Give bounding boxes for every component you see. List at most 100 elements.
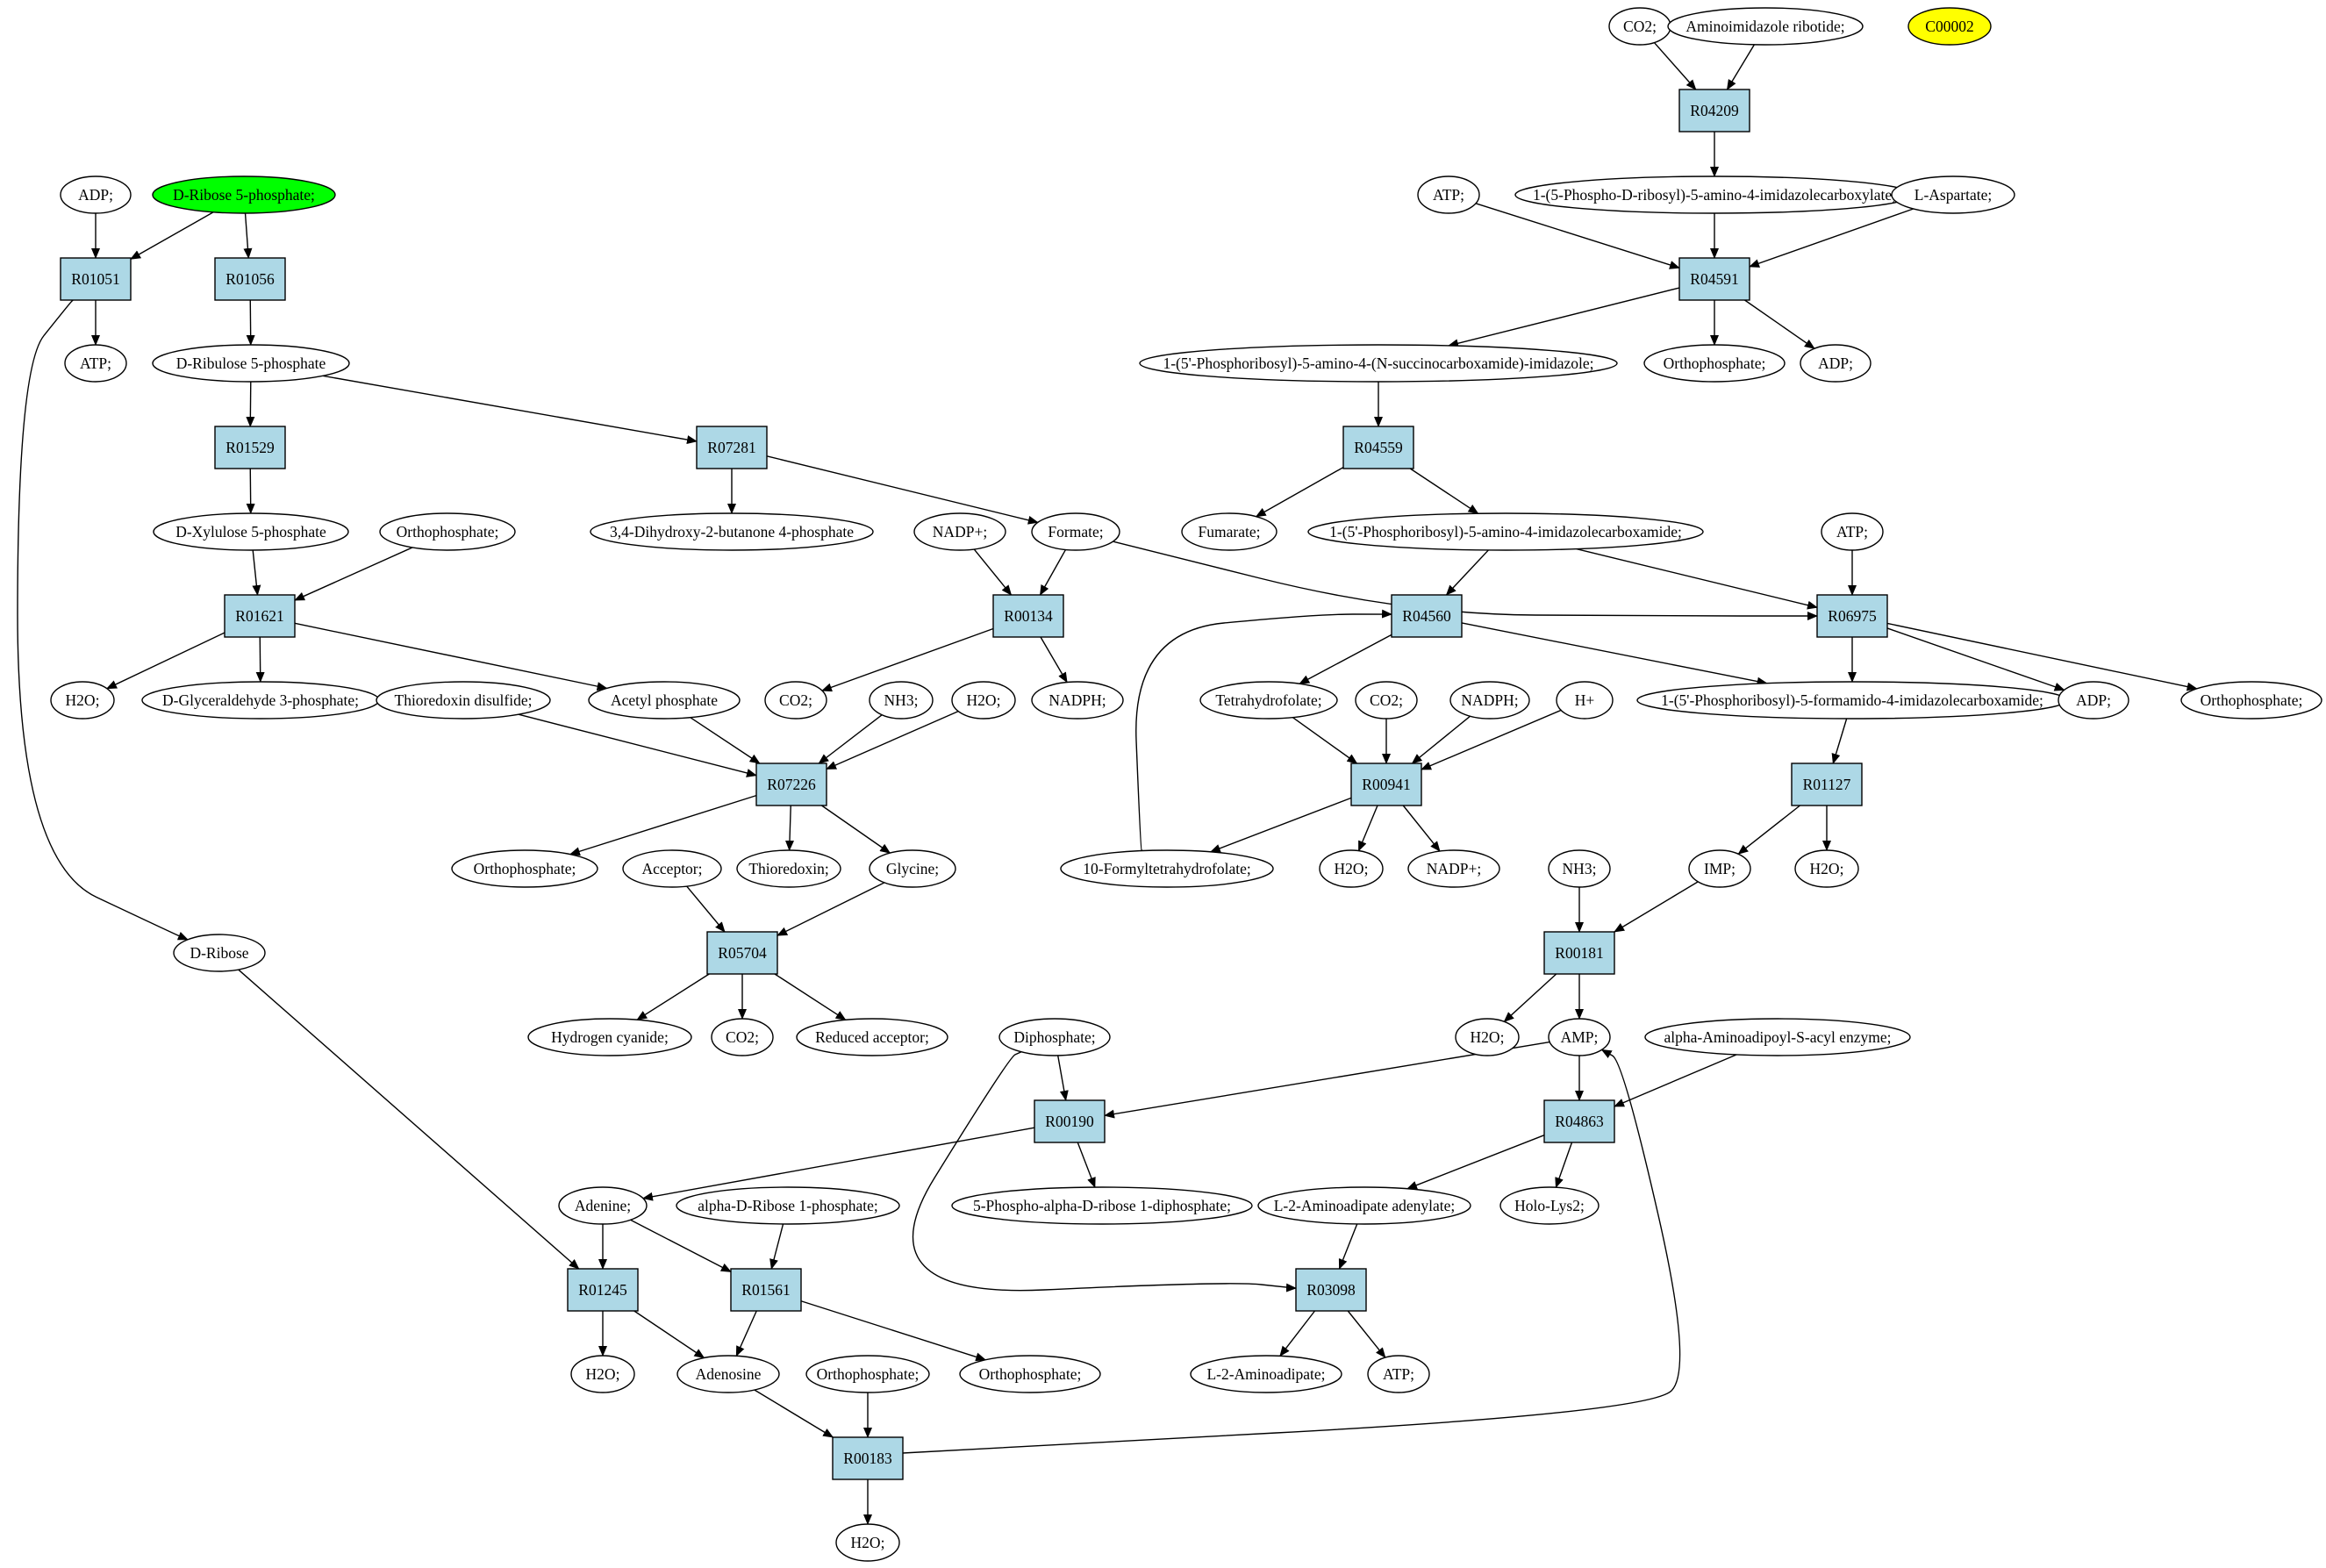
- metabolite-node-m_orthophos_r01561[interactable]: Orthophosphate;: [959, 1355, 1101, 1393]
- metabolite-node-m_nadp_r00134[interactable]: NADP+;: [913, 512, 1006, 551]
- metabolite-node-m_saicar[interactable]: 1-(5'-Phosphoribosyl)-5-amino-4-(N-succi…: [1139, 344, 1618, 383]
- metabolite-node-m_thf[interactable]: Tetrahydrofolate;: [1199, 681, 1338, 720]
- metabolite-node-m_adp_r06975[interactable]: ADP;: [2058, 681, 2129, 720]
- metabolite-node-m_adp_r01051[interactable]: ADP;: [60, 175, 132, 214]
- metabolite-node-m_gap[interactable]: D-Glyceraldehyde 3-phosphate;: [141, 681, 380, 720]
- reaction-node-r_R03098[interactable]: R03098: [1295, 1268, 1367, 1312]
- edge-r_R04863-to-m_hololys2: [1555, 1142, 1573, 1189]
- reaction-node-r_R01561[interactable]: R01561: [730, 1268, 802, 1312]
- metabolite-node-m_h2o_r07226[interactable]: H2O;: [951, 681, 1016, 720]
- metabolite-node-m_orthophos_r06975[interactable]: Orthophosphate;: [2180, 681, 2322, 720]
- reaction-node-r_R04560[interactable]: R04560: [1391, 594, 1463, 638]
- reaction-node-r_R07281[interactable]: R07281: [696, 426, 768, 469]
- metabolite-node-m_ru5p[interactable]: D-Ribulose 5-phosphate: [152, 344, 350, 383]
- metabolite-node-m_dribose[interactable]: D-Ribose: [173, 934, 266, 972]
- metabolite-node-m_dhbp[interactable]: 3,4-Dihydroxy-2-butanone 4-phosphate: [590, 512, 874, 551]
- metabolite-node-m_atp_r03098[interactable]: ATP;: [1367, 1355, 1430, 1393]
- metabolite-node-m_hplus[interactable]: H+: [1556, 681, 1614, 720]
- metabolite-node-m_formate[interactable]: Formate;: [1031, 512, 1120, 551]
- metabolite-node-m_adenine[interactable]: Adenine;: [558, 1186, 648, 1225]
- metabolite-node-m_aminoadipoyl[interactable]: alpha-Aminoadipoyl-S-acyl enzyme;: [1644, 1018, 1911, 1056]
- reaction-node-r_R01056[interactable]: R01056: [214, 257, 286, 301]
- metabolite-node-m_fumarate[interactable]: Fumarate;: [1181, 512, 1278, 551]
- node-label: 1-(5'-Phosphoribosyl)-5-formamido-4-imid…: [1661, 691, 2043, 709]
- metabolite-ellipse: [588, 681, 741, 720]
- metabolite-node-m_co2_r00134[interactable]: CO2;: [764, 681, 827, 720]
- metabolite-node-m_nadp_r00941[interactable]: NADP+;: [1407, 849, 1500, 888]
- metabolite-node-m_amp[interactable]: AMP;: [1548, 1018, 1611, 1056]
- node-label: CO2;: [1370, 691, 1403, 709]
- metabolite-node-m_atp_r01051[interactable]: ATP;: [64, 344, 127, 383]
- metabolite-node-m_h2o_r00183[interactable]: H2O;: [835, 1523, 900, 1562]
- node-label: R01051: [71, 270, 119, 288]
- metabolite-node-m_nadph_r00134[interactable]: NADPH;: [1031, 681, 1124, 720]
- reaction-node-r_R07226[interactable]: R07226: [755, 763, 827, 806]
- metabolite-node-m_xu5p[interactable]: D-Xylulose 5-phosphate: [153, 512, 349, 551]
- edge-m_aminoadipoyl-to-r_R04863: [1614, 1054, 1737, 1107]
- metabolite-node-m_thioredoxin[interactable]: Thioredoxin;: [736, 849, 841, 888]
- reaction-node-r_R06975[interactable]: R06975: [1816, 594, 1888, 638]
- metabolite-node-m_hcn[interactable]: Hydrogen cyanide;: [527, 1018, 692, 1056]
- metabolite-node-m_l2aa[interactable]: L-2-Aminoadipate;: [1190, 1355, 1342, 1393]
- edge-m_aicar-to-r_R06975: [1576, 548, 1818, 610]
- metabolite-node-m_atp_r04591[interactable]: ATP;: [1417, 175, 1480, 214]
- node-label: NADPH;: [1048, 691, 1106, 709]
- metabolite-node-m_orthophos_r01621[interactable]: Orthophosphate;: [379, 512, 516, 551]
- reaction-node-r_R00183[interactable]: R00183: [832, 1436, 904, 1480]
- metabolite-node-m_c00002[interactable]: C00002: [1907, 7, 1992, 46]
- metabolite-node-m_aspartate[interactable]: L-Aspartate;: [1891, 175, 2015, 214]
- edge-m_ru5p-to-r_R07281: [322, 375, 698, 445]
- metabolite-node-m_r1p[interactable]: alpha-D-Ribose 1-phosphate;: [676, 1186, 900, 1225]
- reaction-node-r_R00190[interactable]: R00190: [1034, 1099, 1106, 1143]
- reaction-node-r_R01245[interactable]: R01245: [567, 1268, 639, 1312]
- metabolite-node-m_prpp[interactable]: 5-Phospho-alpha-D-ribose 1-diphosphate;: [951, 1186, 1253, 1225]
- reaction-node-r_R04209[interactable]: R04209: [1678, 89, 1750, 132]
- metabolite-node-m_orthophos_r04591[interactable]: Orthophosphate;: [1643, 344, 1786, 383]
- metabolite-node-m_orthophos_r07226[interactable]: Orthophosphate;: [451, 849, 598, 888]
- edge-r_R07226-to-m_glycine: [821, 805, 891, 854]
- metabolite-node-m_faicar[interactable]: 1-(5'-Phosphoribosyl)-5-formamido-4-imid…: [1636, 681, 2068, 720]
- reaction-node-r_R05704[interactable]: R05704: [706, 931, 778, 975]
- metabolite-node-m_hololys2[interactable]: Holo-Lys2;: [1499, 1186, 1600, 1225]
- metabolite-node-m_acceptor[interactable]: Acceptor;: [622, 849, 722, 888]
- metabolite-node-m_l2aa_adenylate[interactable]: L-2-Aminoadipate adenylate;: [1257, 1186, 1471, 1225]
- reaction-node-r_R01127[interactable]: R01127: [1791, 763, 1863, 806]
- metabolite-node-m_nh3_r00181[interactable]: NH3;: [1548, 849, 1611, 888]
- metabolite-node-m_adp_r04591[interactable]: ADP;: [1800, 344, 1872, 383]
- reaction-box: [567, 1268, 639, 1312]
- metabolite-node-m_diphosphate[interactable]: Diphosphate;: [998, 1018, 1111, 1056]
- metabolite-node-m_air[interactable]: Aminoimidazole ribotide;: [1667, 7, 1864, 46]
- metabolite-node-m_co2_r05704[interactable]: CO2;: [711, 1018, 774, 1056]
- reaction-node-r_R04863[interactable]: R04863: [1543, 1099, 1615, 1143]
- metabolite-node-m_co2_r00941[interactable]: CO2;: [1355, 681, 1418, 720]
- reaction-node-r_R01529[interactable]: R01529: [214, 426, 286, 469]
- metabolite-node-m_h2o_r01621[interactable]: H2O;: [50, 681, 115, 720]
- reaction-node-r_R00941[interactable]: R00941: [1350, 763, 1422, 806]
- metabolite-node-m_atp_r06975[interactable]: ATP;: [1821, 512, 1884, 551]
- reaction-node-r_R01051[interactable]: R01051: [60, 257, 132, 301]
- reaction-node-r_R04559[interactable]: R04559: [1342, 426, 1414, 469]
- node-label: R04559: [1354, 439, 1403, 456]
- metabolite-node-m_10fthf[interactable]: 10-Formyltetrahydrofolate;: [1060, 849, 1274, 888]
- metabolite-node-m_orthophos_r00183[interactable]: Orthophosphate;: [805, 1355, 930, 1393]
- reaction-node-r_R01621[interactable]: R01621: [224, 594, 296, 638]
- metabolite-node-m_nh3_r07226[interactable]: NH3;: [869, 681, 934, 720]
- metabolite-node-m_nadph_r00941[interactable]: NADPH;: [1449, 681, 1530, 720]
- metabolite-node-m_h2o_r01127[interactable]: H2O;: [1794, 849, 1859, 888]
- metabolite-node-m_cair[interactable]: 1-(5-Phospho-D-ribosyl)-5-amino-4-imidaz…: [1514, 175, 1914, 214]
- metabolite-node-m_h2o_r00941[interactable]: H2O;: [1319, 849, 1384, 888]
- metabolite-node-m_adenosine[interactable]: Adenosine: [676, 1355, 780, 1393]
- metabolite-node-m_glycine[interactable]: Glycine;: [869, 849, 956, 888]
- reaction-node-r_R04591[interactable]: R04591: [1678, 257, 1750, 301]
- metabolite-node-m_co2_top[interactable]: CO2;: [1608, 7, 1671, 46]
- metabolite-node-m_reduced_acceptor[interactable]: Reduced acceptor;: [796, 1018, 948, 1056]
- metabolite-node-m_trx_ss[interactable]: Thioredoxin disulfide;: [376, 681, 551, 720]
- metabolite-node-m_h2o_r00181[interactable]: H2O;: [1455, 1018, 1520, 1056]
- metabolite-node-m_acetylp[interactable]: Acetyl phosphate: [588, 681, 741, 720]
- metabolite-node-m_h2o_r01245[interactable]: H2O;: [570, 1355, 635, 1393]
- metabolite-node-m_imp[interactable]: IMP;: [1688, 849, 1751, 888]
- metabolite-node-m_aicar[interactable]: 1-(5'-Phosphoribosyl)-5-amino-4-imidazol…: [1307, 512, 1704, 551]
- reaction-node-r_R00181[interactable]: R00181: [1543, 931, 1615, 975]
- metabolite-node-m_r5p[interactable]: D-Ribose 5-phosphate;: [152, 175, 336, 214]
- reaction-node-r_R00134[interactable]: R00134: [992, 594, 1064, 638]
